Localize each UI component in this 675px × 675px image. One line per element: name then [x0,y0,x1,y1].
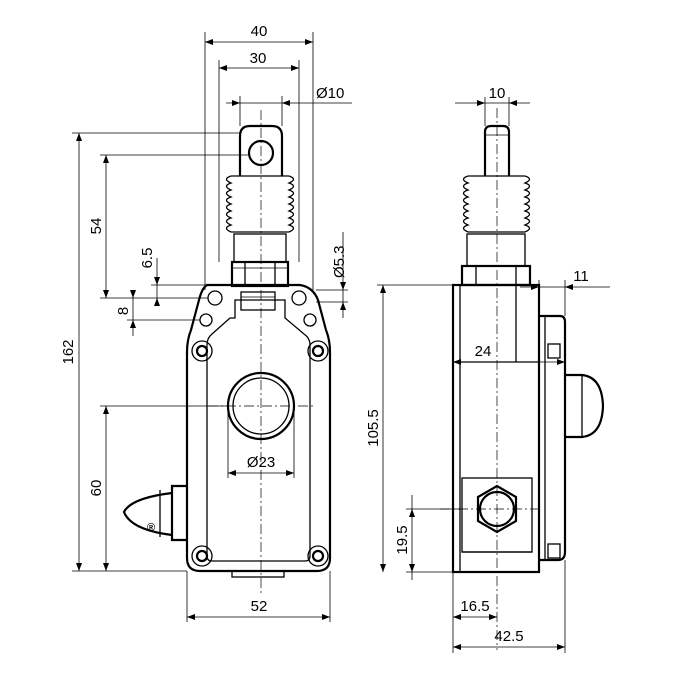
side-housing [451,283,541,574]
front-inner-panel [206,299,311,562]
front-hex-nut [230,260,290,288]
front-neck [233,233,287,263]
dim-162: 162 [60,339,77,364]
front-side-gland: ® [122,484,187,542]
dim-24: 24 [475,343,492,360]
dim-19-5: 19.5 [394,525,411,554]
dim-10: 10 [489,85,506,102]
front-upper-holes [199,290,317,327]
dim-6-5: 6.5 [139,248,156,269]
dim-30: 30 [250,50,267,67]
side-cover [539,314,567,562]
dim-8: 8 [115,307,132,315]
side-button [565,373,605,439]
dim-105-5: 105.5 [365,409,382,447]
side-view [440,108,605,650]
front-dimensions: 40 30 Ø10 Ø5.3 162 54 [60,23,352,622]
side-hex-nut [460,264,532,287]
front-top-slot [240,291,276,311]
side-dimensions: 10 11 24 105.5 19.5 16.5 [365,85,610,653]
front-corner-screws [191,340,329,567]
dim-hole-diameter: Ø5.3 [331,245,348,278]
front-bellows [225,175,295,233]
svg-text:®: ® [147,522,155,534]
front-housing-outline [185,283,332,573]
dim-button-diameter: Ø23 [247,454,275,471]
dim-11: 11 [573,268,589,285]
dim-42-5: 42.5 [494,628,523,645]
dim-52: 52 [251,598,268,615]
dim-eye-diameter: Ø10 [316,85,344,102]
dim-60: 60 [88,480,105,497]
front-base-strip [231,570,285,578]
side-neck [466,233,526,267]
side-bellows [462,175,531,233]
dim-54: 54 [88,218,105,235]
dim-40: 40 [251,23,268,40]
dim-16-5: 16.5 [460,598,489,615]
